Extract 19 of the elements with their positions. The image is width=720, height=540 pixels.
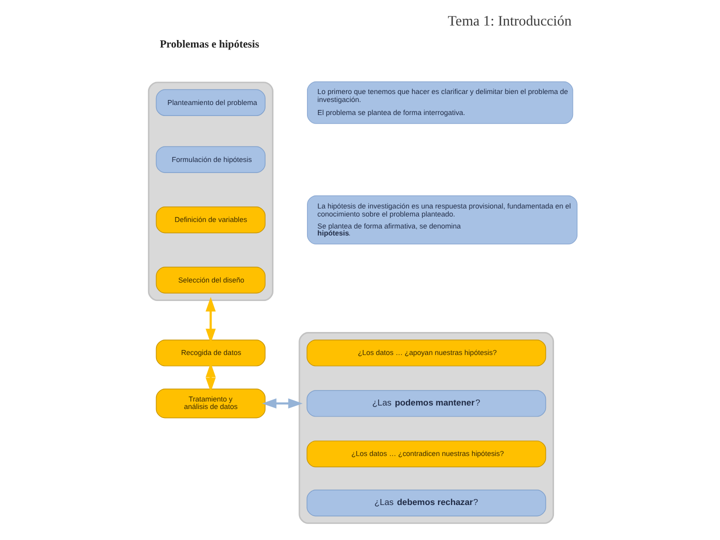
node-box: La hipótesis de investigación es una respuesta provisional, fundamentada en el conocimiento sobre el problema planteado. Se plantea de forma afirmativa, se denomina hipótesis. bbox=[306, 195, 578, 244]
node-box: ¿Los datos … ¿contradicen nuestras hipótesis? bbox=[306, 440, 546, 468]
arrow bbox=[206, 297, 216, 344]
node-box: Formulación de hipótesis bbox=[156, 146, 266, 173]
node-box: Definición de variables bbox=[156, 206, 266, 234]
label: Problemas e hipótesis bbox=[160, 38, 260, 50]
node-box: Selección del diseño bbox=[156, 266, 266, 294]
node-box: ¿Las podemos mantener? bbox=[306, 390, 546, 417]
diagram-title: Tema 1: Introducción bbox=[448, 13, 572, 30]
cluster bbox=[148, 82, 274, 302]
cluster bbox=[298, 332, 554, 524]
arrow bbox=[262, 398, 303, 408]
node-box: Tratamiento y análisis de datos bbox=[156, 388, 266, 418]
node-box: ¿Los datos … ¿apoyan nuestras hipótesis? bbox=[306, 340, 546, 366]
node-box: Recogida de datos bbox=[156, 340, 266, 366]
node-box: ¿Las debemos rechazar? bbox=[306, 490, 546, 516]
node-box: Planteamiento del problema bbox=[156, 89, 266, 116]
node-box: Lo primero que tenemos que hacer es clarificar y delimitar bien el problema de investigación. El problema se plantea de forma interrogativa. bbox=[306, 81, 574, 124]
arrow bbox=[206, 362, 216, 392]
